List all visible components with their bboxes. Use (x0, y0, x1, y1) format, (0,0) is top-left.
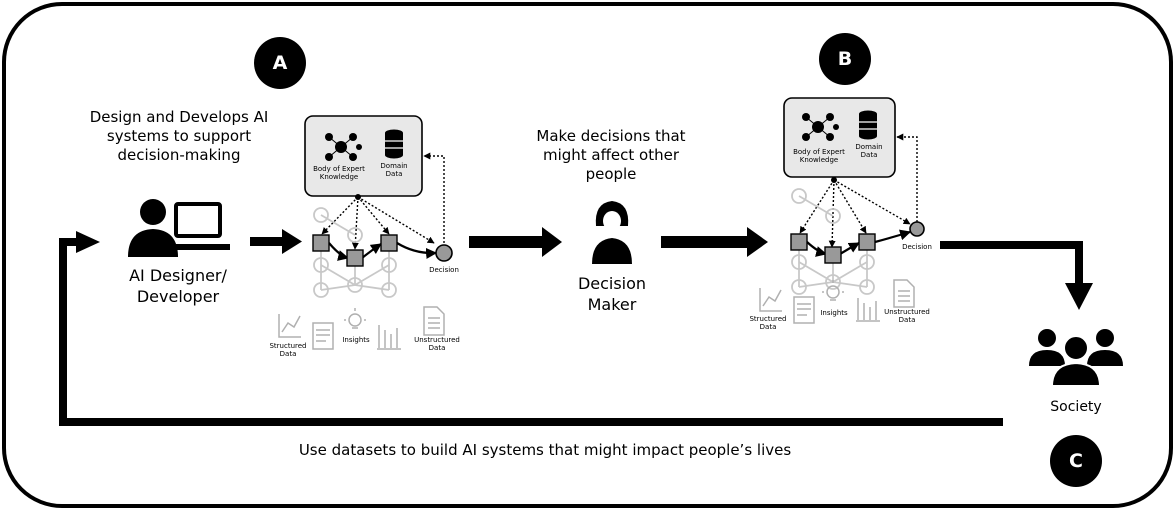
decision-maker-role-line1: Decision (577, 274, 647, 293)
arrow-feedback-loop (59, 231, 1003, 426)
data-icons-b (759, 279, 915, 324)
unstructured-label-b: Unstructured Data (884, 308, 930, 325)
designer-icon (128, 199, 230, 257)
feedback-caption: Use datasets to build AI systems that mi… (298, 441, 792, 459)
decision-label-b: Decision (902, 243, 932, 251)
marker-b: B (819, 33, 871, 85)
marker-c: C (1050, 435, 1102, 487)
ai-system-a (278, 115, 453, 350)
bar-chart-icon (377, 325, 401, 350)
lightbulb-icon-b (822, 280, 844, 301)
domain-label-a: Domain Data (380, 162, 408, 179)
decision-node-a (435, 244, 453, 262)
document-icon (423, 306, 445, 336)
node-b1 (790, 233, 808, 251)
knowledge-box-a (304, 115, 423, 197)
marker-a: A (254, 37, 306, 89)
node-b2 (824, 246, 842, 264)
node-a2 (346, 249, 364, 267)
structured-label-a: Structured Data (269, 342, 307, 359)
knowledge-box-b (783, 97, 896, 178)
node-a3 (380, 234, 398, 252)
designer-role-line2: Developer (136, 287, 220, 306)
database-icon (385, 129, 403, 159)
knowledge-label-a: Body of Expert Knowledge (313, 165, 365, 182)
arrow-system-b-to-society (940, 241, 1093, 310)
society-label: Society (1050, 399, 1102, 415)
unstructured-label-a: Unstructured Data (414, 336, 460, 353)
decision-maker-role-line2: Maker (587, 295, 637, 314)
knowledge-label-b: Body of Expert Knowledge (793, 148, 845, 165)
node-a1 (312, 234, 330, 252)
structured-label-b: Structured Data (749, 315, 787, 332)
structured-data-icon-b (759, 288, 782, 312)
arrow-system-a-to-decision-maker (469, 227, 562, 257)
database-icon-b (859, 110, 877, 140)
decision-label-a: Decision (429, 266, 459, 274)
form-icon-b (793, 296, 815, 324)
arrow-designer-to-system-a (250, 229, 302, 254)
structured-data-icon (278, 314, 301, 338)
decision-node-b (909, 221, 925, 237)
form-icon (312, 322, 334, 350)
knowledge-network-icon (325, 133, 362, 161)
document-icon-b (893, 279, 915, 308)
designer-caption: Design and Develops AI systems to suppor… (89, 108, 269, 164)
data-icons-a (278, 306, 445, 350)
society-icon (1029, 329, 1123, 387)
domain-label-b: Domain Data (855, 143, 883, 160)
faded-network-b (791, 188, 875, 295)
insights-label-b: Insights (820, 309, 848, 317)
node-b3 (858, 233, 876, 251)
decision-maker-caption: Make decisions that might affect other p… (536, 127, 686, 183)
lightbulb-icon (344, 308, 366, 329)
insights-label-a: Insights (342, 336, 370, 344)
decision-maker-icon (592, 201, 632, 264)
arrow-decision-maker-to-system-b (661, 227, 768, 257)
designer-role-line1: AI Designer/ (129, 266, 227, 285)
ai-system-b (759, 97, 925, 324)
bar-chart-icon-b (856, 298, 880, 322)
knowledge-network-icon-b (802, 113, 839, 141)
